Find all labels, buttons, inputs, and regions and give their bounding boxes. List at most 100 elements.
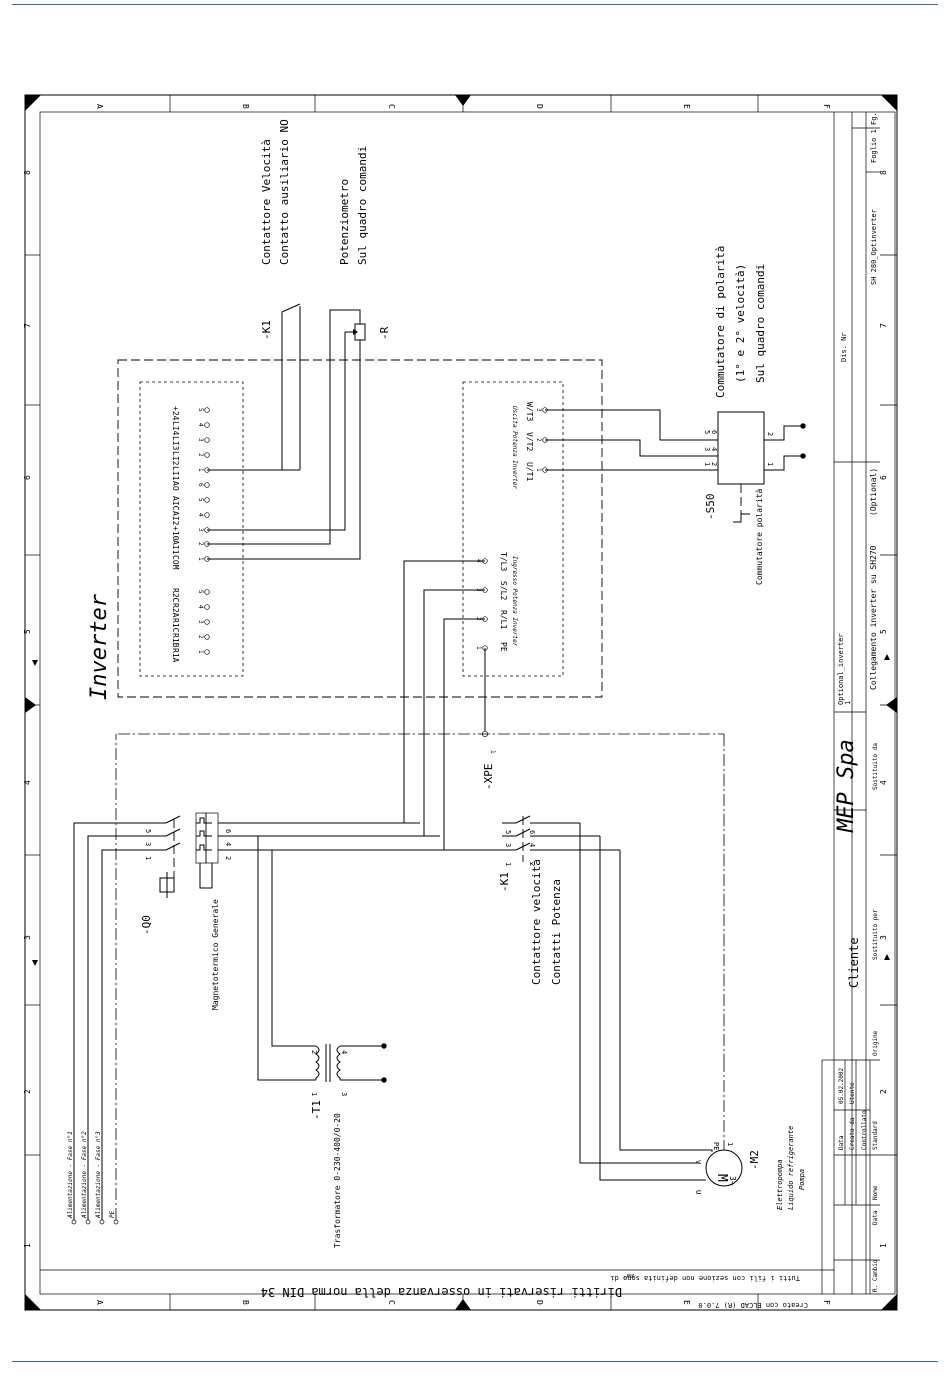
client-name: Cliente [847, 937, 861, 988]
s50-output: 1 [766, 462, 774, 466]
zone-number-left: 1 [23, 1243, 32, 1248]
commutatore-polarita-label: Commutatore polarità [755, 488, 764, 585]
terminal-label: +10 [171, 526, 180, 541]
s50-tag: -S50 [704, 494, 717, 521]
file-number: 1 [844, 701, 852, 705]
title-block [40, 112, 880, 1294]
k1-aux-label-1: Contattore Velocità [260, 139, 273, 265]
commutatore-label-3: Sul quadro comandi [754, 264, 767, 383]
terminal-number: 5 [197, 590, 204, 594]
terminal-number: 1 [197, 557, 204, 561]
potentiometer-label-1: Potenziometro [338, 179, 351, 265]
terminal-label: COM [171, 555, 180, 570]
t1-tag: -T1 [310, 1100, 323, 1120]
t1-terminal: 3 [340, 1092, 348, 1096]
t1-terminal: 1 [310, 1092, 318, 1096]
supply-phase-2: Alimentazione - Fase n°2 [81, 1131, 88, 1219]
zone-number-right: 4 [879, 780, 888, 785]
sostituito-per-label: Sostituito per [872, 909, 879, 960]
zone-letter-bottom: F [822, 1300, 831, 1305]
terminal-label: LI3 [171, 436, 180, 451]
data-label: Data [838, 1135, 845, 1150]
zone-letter-bottom: D [535, 1300, 544, 1305]
zone-number-right: 8 [879, 170, 888, 175]
terminal-number: 1 [197, 650, 204, 654]
zone-letter-bottom: E [682, 1300, 691, 1305]
zone-number-left: 5 [23, 629, 32, 634]
zone-letter-bottom: B [241, 1300, 250, 1305]
k1-power-label-2: Contatti Potenza [550, 879, 563, 985]
q0-terminal: 1 [144, 856, 152, 860]
s50-terminal: 3 [703, 447, 711, 451]
zone-letter-top: B [241, 104, 250, 109]
s50-terminal: 6 [710, 430, 718, 434]
terminal-label: LI2 [171, 451, 180, 466]
q0-description: Magnetotermico Generale [211, 899, 220, 1010]
drawing-title: Collegamento inverter su SH270 [869, 545, 878, 690]
data2-label: Data [872, 1210, 879, 1225]
k1-top-tag: -K1 [260, 320, 273, 340]
zone-number-left: 4 [23, 780, 32, 785]
k1-power-label-1: Contattore velocità [530, 859, 543, 985]
power-out-label: W/T3 [525, 402, 534, 421]
zone-number-left: 6 [23, 475, 32, 480]
power-number: 1 [535, 468, 542, 472]
s50-switch: 1 2 3 4 5 6 1 2 [545, 409, 806, 523]
k1-terminal: 2 [528, 862, 536, 866]
q0-breaker: 1 3 5 2 4 6 -Q0 Magnetotermico Generale [140, 812, 502, 1010]
m2-tag: -M2 [748, 1150, 761, 1170]
terminal-label: R1A [171, 648, 180, 663]
terminal-label: R2C [171, 588, 180, 603]
terminal-label: AO [171, 481, 180, 491]
power-in-label: T/L3 [499, 552, 508, 571]
xpe-number: 1 [489, 750, 496, 754]
terminal-number: 6 [197, 483, 204, 487]
ingresso-label: Ingresso Potenza Inverter [511, 556, 518, 647]
creato-value: Utente [849, 1082, 856, 1104]
terminal-number: 2 [197, 542, 204, 546]
q0-terminal: 3 [144, 842, 152, 846]
zone-number-right: 5 [879, 629, 888, 634]
power-in-label: PE [499, 642, 508, 652]
t1-description: Trasformatore 0-230-400/0-20 [333, 1113, 342, 1248]
power-out-label: U/T1 [525, 462, 534, 481]
uscita-label: Uscita Potenza Inverter [511, 406, 518, 489]
drawing-frame [24, 94, 898, 1311]
zone-letter-top: D [535, 104, 544, 109]
company-name: MEP Spa [834, 739, 859, 833]
r-tag: -R [378, 326, 391, 340]
power-number: 3 [535, 408, 542, 412]
inverter-label: Inverter [87, 593, 112, 700]
s50-terminal: 1 [703, 462, 711, 466]
k1-terminal: 5 [504, 830, 512, 834]
zone-number-left: 3 [23, 935, 32, 940]
terminal-label: LI4 [171, 421, 180, 436]
k1-aux-contact [207, 303, 301, 471]
q0-terminal: 6 [224, 829, 232, 833]
motor-mark: U [694, 1190, 702, 1194]
s50-terminal: 2 [710, 462, 718, 466]
controllato-label: Controllato [861, 1110, 868, 1150]
terminal-number: 4 [197, 605, 204, 609]
q0-terminal: 2 [224, 856, 232, 860]
title-block-text: MEP Spa Cliente Collegamento inverter su… [834, 112, 879, 1292]
q0-terminal: 4 [224, 842, 232, 846]
commutatore-label-2: (1° e 2° velocità) [734, 264, 747, 383]
origine-label: Origine [872, 1030, 879, 1056]
sostituito-da-label: Sostituito da [872, 743, 879, 790]
terminal-label: R1B [171, 633, 180, 648]
q0-terminal: 5 [144, 829, 152, 833]
motor-wires [579, 823, 725, 1181]
k1-power-contacts: 1 3 5 2 4 6 -K1 Contattore velocità Cont… [498, 815, 620, 985]
terminal-number: 3 [197, 528, 204, 532]
power-in-label: S/L2 [499, 581, 508, 600]
motor-mark: 1 [726, 1142, 734, 1146]
zone-letter-top: E [682, 104, 691, 109]
sheet-fg: Fg. [870, 112, 878, 125]
nome-value: Standard [872, 1121, 879, 1150]
nome-label: Nome [872, 1185, 879, 1200]
m2-desc-1: Elettropompa [776, 1159, 784, 1210]
t1-terminal: 2 [310, 1050, 318, 1054]
terminal-number: 3 [197, 620, 204, 624]
zone-letters: A B C D E F A B C D E F [95, 104, 831, 1305]
